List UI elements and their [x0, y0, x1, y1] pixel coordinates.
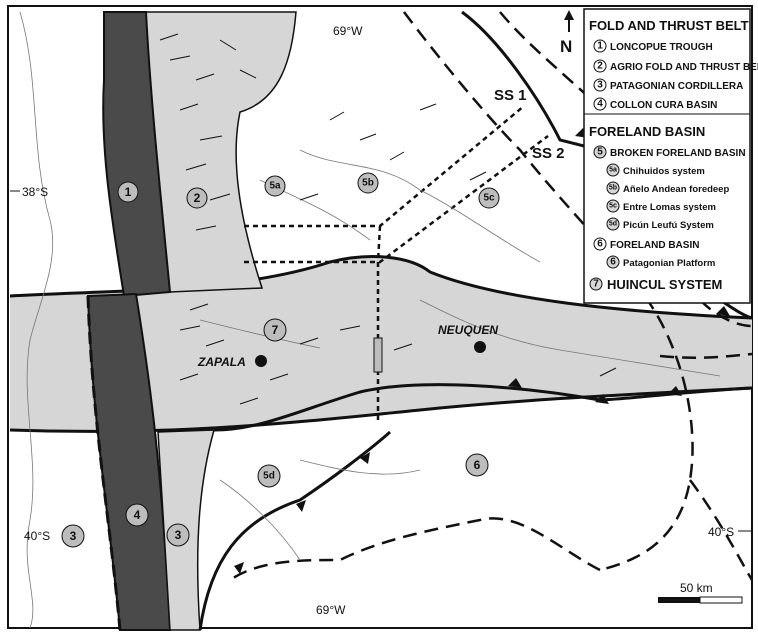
north-label: N: [560, 37, 572, 56]
zone-1-marker: [117, 181, 139, 203]
zone-5c-label: 5c: [483, 193, 495, 204]
legend-foreland-num: 6: [597, 239, 603, 250]
legend-sub-5b-num: 5b: [609, 185, 617, 192]
north-arrow-icon: [564, 10, 574, 32]
thrust-front-5d: [198, 430, 392, 631]
loncopue-trough: [102, 11, 172, 298]
ss1-label: SS 1: [494, 87, 527, 104]
zone-7-marker: [263, 318, 287, 342]
zapala-label: ZAPALA: [197, 355, 246, 369]
legend-fold-item-4: COLLON CURA BASIN: [610, 100, 717, 111]
scale-bar-label: 50 km: [680, 581, 713, 595]
drainage-lines: [19, 11, 721, 629]
legend-huincul-num: 7: [593, 279, 599, 290]
legend-box: [583, 8, 751, 304]
neuquen-city-marker: [474, 341, 486, 353]
zone-2-label: 2: [194, 191, 201, 205]
legend-huincul-label: HUINCUL SYSTEM: [607, 277, 722, 292]
legend-fold-item-2: AGRIO FOLD AND THRUST BELT: [610, 62, 758, 73]
legend-fold-item-4-num: 4: [597, 99, 603, 110]
zone-5d-marker: [257, 464, 281, 488]
huincul-axis-marker: [373, 337, 383, 373]
scale-bar: [658, 596, 743, 604]
zone-3a-label: 3: [70, 529, 77, 543]
legend-sub-5b: Añelo Andean foredeep: [623, 184, 729, 195]
right-latitude-label: 40°S: [708, 525, 734, 539]
zone-6-marker: [465, 453, 489, 477]
zone-3b-label: 3: [175, 528, 182, 542]
zone-7-label: 7: [272, 323, 279, 337]
zone-5b-label: 5b: [362, 178, 374, 189]
legend: FOLD AND THRUST BELT 1 LONCOPUE TROUGH 2…: [583, 8, 758, 304]
bottom-longitude-label: 69°W: [316, 603, 346, 617]
left-latitude-low-label: 40°S: [24, 529, 50, 543]
zone-4-marker: [125, 503, 149, 527]
left-latitude-label: 38°S: [22, 185, 48, 199]
legend-foreland-sub: Patagonian Platform: [623, 258, 715, 269]
legend-fold-item-2-num: 2: [597, 61, 603, 72]
legend-fold-item-1-num: 1: [597, 41, 603, 52]
collon-cura-west-edge: [86, 295, 122, 631]
legend-broken-num: 5: [597, 147, 603, 158]
legend-broken-label: BROKEN FORELAND BASIN: [610, 148, 746, 159]
legend-sub-5a: Chihuidos system: [623, 166, 705, 177]
zone-5b-marker: [357, 172, 379, 194]
zone-3b-marker: [166, 523, 190, 547]
section-lines: [244, 105, 549, 420]
legend-sub-5c-num: 5c: [609, 203, 617, 210]
neuquen-label: NEUQUEN: [438, 323, 498, 337]
legend-fold-item-1: LONCOPUE TROUGH: [610, 42, 713, 53]
legend-foreland-sub-num: 6: [610, 257, 616, 268]
legend-foreland-header: FORELAND BASIN: [589, 124, 705, 139]
legend-sub-5a-num: 5a: [609, 167, 617, 174]
zapala-city-marker: [255, 355, 267, 367]
fold-axes: [159, 33, 617, 405]
ss2-label: SS 2: [532, 145, 565, 162]
legend-sub-5c: Entre Lomas system: [623, 202, 716, 213]
zone-5d-label: 5d: [263, 471, 275, 482]
legend-foreland-label: FORELAND BASIN: [610, 240, 699, 251]
thrust-teeth: [234, 128, 730, 574]
legend-sub-5d-num: 5d: [609, 221, 617, 228]
zone-4-label: 4: [134, 508, 141, 522]
zone-5a-label: 5a: [269, 181, 281, 192]
zone-markers: [61, 172, 500, 548]
legend-fold-item-3: PATAGONIAN CORDILLERA: [610, 81, 743, 92]
thrust-front-south: [213, 383, 753, 432]
top-longitude-label: 69°W: [333, 24, 363, 38]
legend-fold-header: FOLD AND THRUST BELT: [589, 18, 749, 33]
zone-3a-marker: [61, 524, 85, 548]
zone-1-label: 1: [125, 185, 132, 199]
legend-sub-5d: Picún Leufú System: [623, 220, 714, 231]
legend-fold-item-3-num: 3: [597, 80, 603, 91]
zone-5a-marker: [264, 175, 286, 197]
zone-2-marker: [186, 187, 208, 209]
zone-5c-marker: [478, 187, 500, 209]
zone-6-label: 6: [474, 458, 481, 472]
